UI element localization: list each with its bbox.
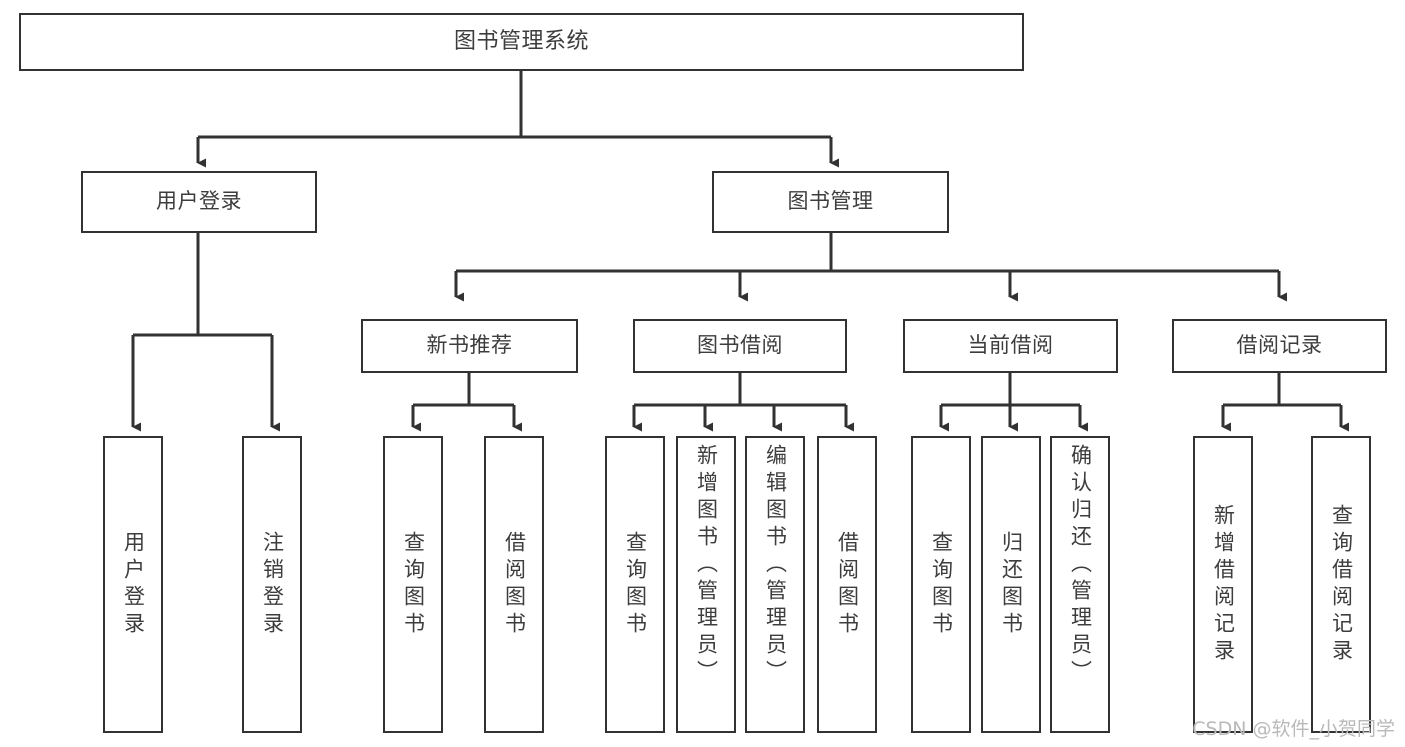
- csdn-watermark: CSDN @软件_小贺同学: [1192, 718, 1395, 740]
- node-user-login[interactable]: 用户登录: [81, 171, 317, 233]
- node-book-borrow[interactable]: 图书借阅: [633, 319, 847, 373]
- node-label: 确认归还（管理员）: [1068, 444, 1093, 687]
- node-label: 图书管理: [787, 189, 874, 214]
- leaf-current-return-book[interactable]: 归还图书: [981, 436, 1041, 733]
- node-label: 注销登录: [260, 530, 285, 639]
- node-current-borrow[interactable]: 当前借阅: [903, 319, 1118, 373]
- node-book-management[interactable]: 图书管理: [712, 171, 949, 233]
- node-label: 当前借阅: [967, 333, 1054, 358]
- node-root-book-management-system[interactable]: 图书管理系统: [19, 13, 1024, 71]
- node-new-book-recommend[interactable]: 新书推荐: [361, 319, 578, 373]
- node-label: 新增图书（管理员）: [694, 444, 719, 687]
- node-label: 用户登录: [156, 189, 242, 214]
- node-label: 图书借阅: [697, 333, 783, 358]
- leaf-borrow-add-book-admin[interactable]: 新增图书（管理员）: [676, 436, 736, 733]
- leaf-record-add-borrow-record[interactable]: 新增借阅记录: [1193, 436, 1253, 733]
- node-label: 借阅图书: [835, 530, 860, 639]
- node-label: 新书推荐: [426, 333, 513, 358]
- leaf-borrow-borrow-book[interactable]: 借阅图书: [817, 436, 877, 733]
- leaf-record-query-borrow-record[interactable]: 查询借阅记录: [1311, 436, 1371, 733]
- node-label: 查询借阅记录: [1329, 503, 1354, 666]
- node-label: 借阅记录: [1236, 333, 1323, 358]
- leaf-logout-login[interactable]: 注销登录: [242, 436, 302, 733]
- node-label: 新增借阅记录: [1211, 503, 1236, 666]
- leaf-borrow-query-book[interactable]: 查询图书: [605, 436, 665, 733]
- leaf-recommend-query-book[interactable]: 查询图书: [383, 436, 443, 733]
- node-label: 借阅图书: [502, 530, 527, 639]
- leaf-borrow-edit-book-admin[interactable]: 编辑图书（管理员）: [745, 436, 805, 733]
- leaf-current-query-book[interactable]: 查询图书: [911, 436, 971, 733]
- node-borrow-record[interactable]: 借阅记录: [1172, 319, 1387, 373]
- node-label: 归还图书: [999, 530, 1024, 639]
- leaf-current-confirm-return-admin[interactable]: 确认归还（管理员）: [1050, 436, 1110, 733]
- node-label: 用户登录: [121, 530, 146, 639]
- node-label: 编辑图书（管理员）: [763, 444, 788, 687]
- leaf-recommend-borrow-book[interactable]: 借阅图书: [484, 436, 544, 733]
- leaf-user-login[interactable]: 用户登录: [103, 436, 163, 733]
- node-label: 查询图书: [929, 530, 954, 639]
- node-label: 查询图书: [623, 530, 648, 639]
- node-label: 查询图书: [401, 530, 426, 639]
- node-label: 图书管理系统: [453, 28, 589, 54]
